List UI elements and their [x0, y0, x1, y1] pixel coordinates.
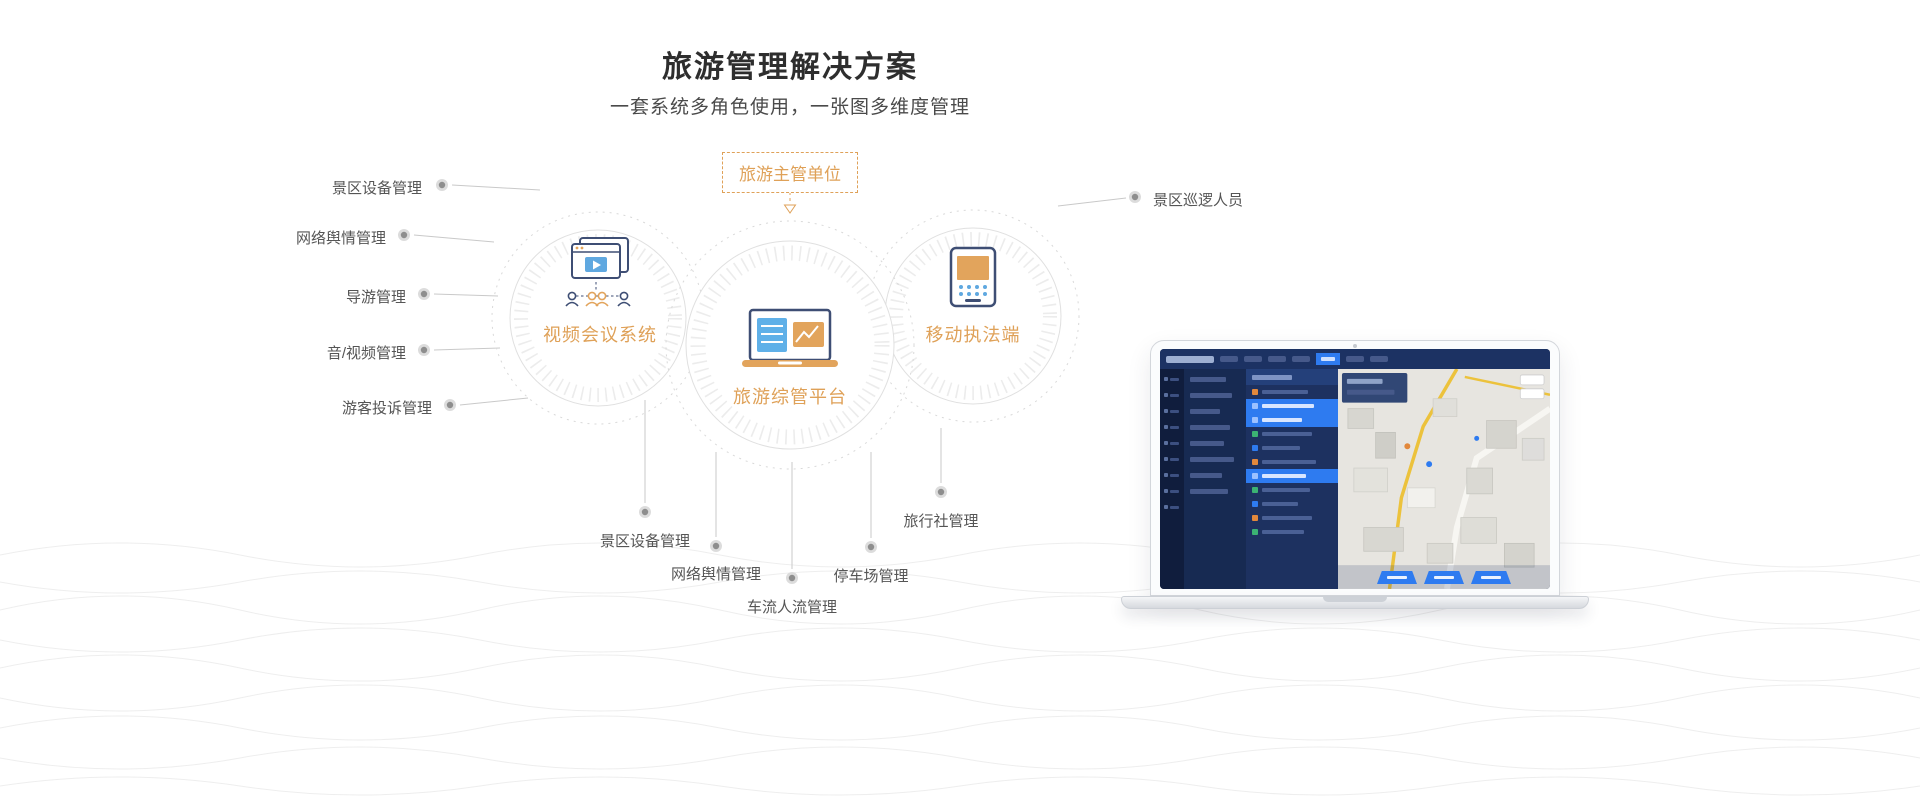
diagram-bottom-label: 车流人流管理 [746, 599, 838, 616]
connector-dots [398, 179, 1141, 584]
dashboard-map [1338, 369, 1550, 589]
top-unit-node: 旅游主管单位 [722, 152, 858, 193]
diagram-bottom-label: 网络舆情管理 [670, 566, 762, 583]
dashboard-nav-item [1268, 356, 1286, 362]
video-conference-circle [491, 211, 705, 425]
map-button-row [1377, 571, 1511, 584]
diagram-right-label: 景区巡逻人员 [1153, 192, 1244, 209]
diagram-left-label: 网络舆情管理 [295, 230, 386, 247]
dashboard-nav-item [1346, 356, 1364, 362]
wave-background [0, 542, 1920, 796]
mobile-enforcement-circle [866, 209, 1080, 423]
dashboard-list-panel [1246, 369, 1338, 589]
dashboard-logo [1166, 355, 1214, 363]
map-graphic [1338, 369, 1550, 589]
node-label-video-conference: 视频会议系统 [543, 325, 657, 345]
node-label-mobile-enforcement: 移动执法端 [925, 325, 1021, 345]
diagram-bottom-label: 景区设备管理 [599, 533, 691, 550]
dashboard-body [1160, 369, 1550, 589]
dashboard-display [1160, 349, 1550, 589]
dashboard-nav-item [1220, 356, 1238, 362]
dashboard-nav-item-active [1316, 353, 1340, 365]
connector-lines [413, 184, 1127, 569]
laptop-mockup [1121, 340, 1589, 609]
laptop-notch [1323, 597, 1387, 602]
management-platform-icon [742, 308, 838, 367]
platform-circle [665, 220, 915, 470]
down-arrow-icon [783, 192, 797, 214]
diagram-left-label: 景区设备管理 [331, 180, 422, 197]
map-button [1377, 571, 1417, 584]
diagram-bottom-label: 停车场管理 [833, 568, 909, 585]
dashboard-nav-item [1370, 356, 1388, 362]
dashboard-sidebar-icons [1160, 369, 1184, 589]
diagram-left-label: 游客投诉管理 [341, 400, 432, 417]
map-button [1424, 571, 1464, 584]
dashboard-sidebar-menu [1184, 369, 1246, 589]
mobile-enforcement-icon [949, 246, 997, 308]
dashboard-nav-item [1292, 356, 1310, 362]
page-title: 旅游管理解决方案 [662, 51, 918, 84]
diagram-left-label: 音/视频管理 [326, 345, 406, 362]
laptop-screen [1150, 340, 1560, 596]
diagram-left-label: 导游管理 [345, 289, 406, 306]
node-label-platform: 旅游综管平台 [733, 387, 847, 407]
laptop-base [1121, 596, 1589, 609]
laptop-camera-dot [1353, 344, 1357, 348]
dashboard-nav-item [1244, 356, 1262, 362]
dashboard-topbar [1160, 349, 1550, 369]
video-conference-icon [565, 237, 631, 307]
page-subtitle: 一套系统多角色使用，一张图多维度管理 [609, 97, 971, 118]
diagram-bottom-label: 旅行社管理 [903, 513, 979, 530]
map-button [1471, 571, 1511, 584]
